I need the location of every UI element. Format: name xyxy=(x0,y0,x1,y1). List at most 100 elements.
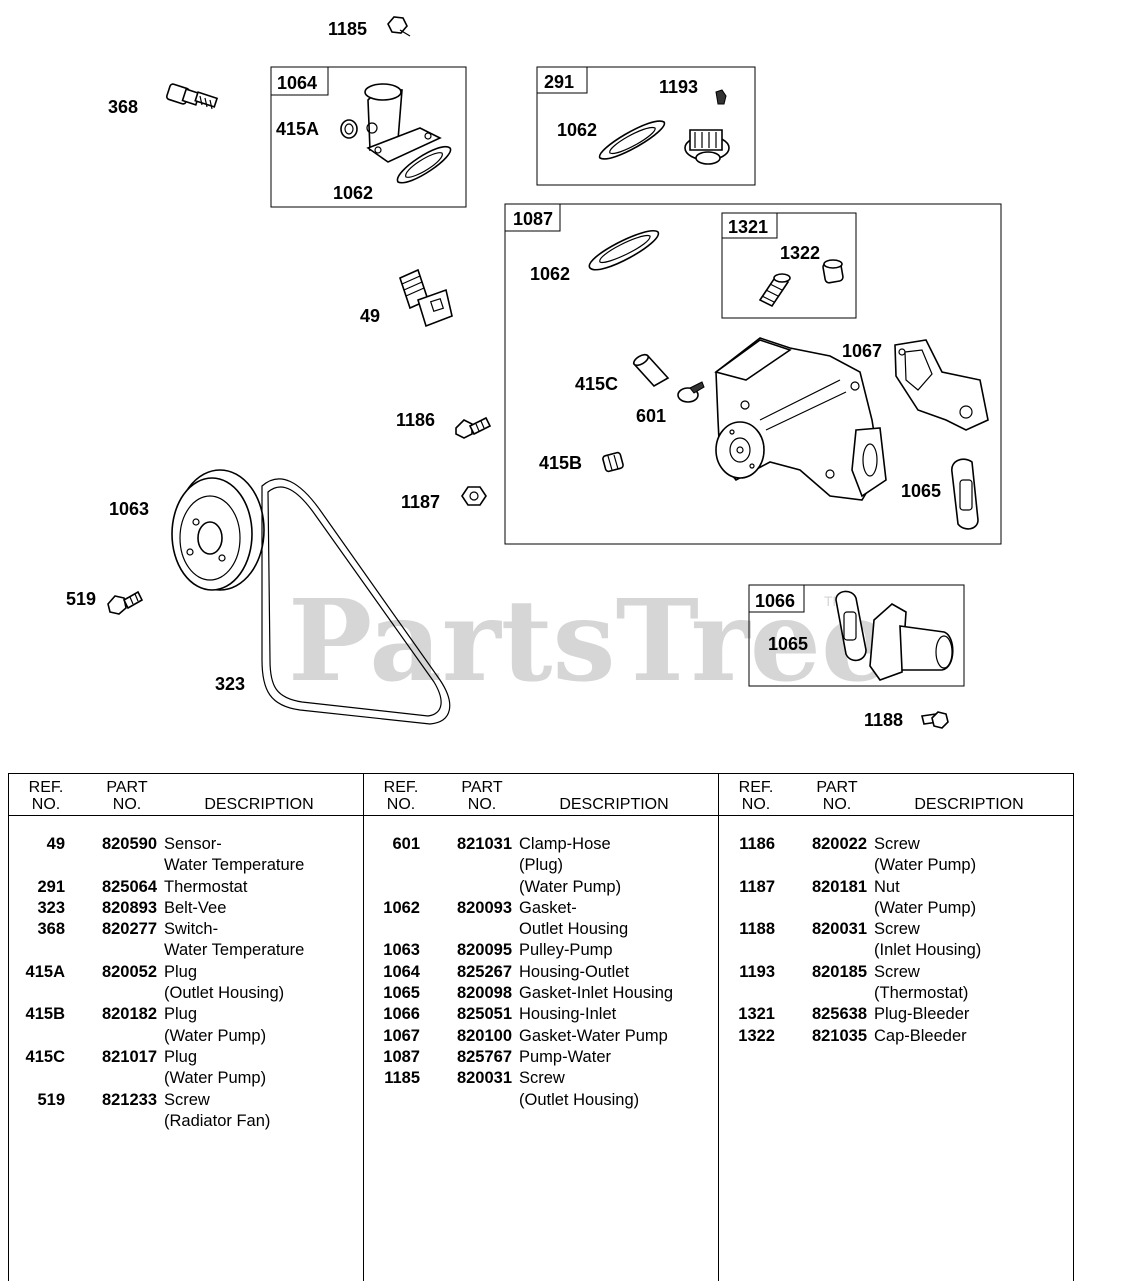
part-description: Gasket-Outlet Housing xyxy=(519,898,718,941)
box-1321 xyxy=(721,212,857,319)
description-line: (Water Pump) xyxy=(874,898,977,917)
header-ref: REF. NO. xyxy=(376,779,426,813)
ref-number: 1065 xyxy=(383,984,420,1003)
box-291-tag xyxy=(536,66,588,94)
description-line: (Inlet Housing) xyxy=(874,941,982,960)
header-ref-line1: REF. xyxy=(28,779,64,796)
box-label-1066: 1066 xyxy=(755,591,795,611)
temperature-switch-drawing xyxy=(165,83,219,110)
description-line: Gasket-Inlet Housing xyxy=(519,984,674,1003)
ref-number: 1186 xyxy=(739,835,775,853)
header-description: DESCRIPTION xyxy=(204,796,314,813)
description-line: Gasket- xyxy=(519,898,577,917)
description-line: Nut xyxy=(874,877,900,896)
water-pump-drawing xyxy=(714,337,887,501)
ref-number: 1063 xyxy=(383,941,420,960)
header-ref: REF. NO. xyxy=(21,779,71,813)
part-description: Gasket-Water Pump xyxy=(519,1026,718,1047)
box-1087 xyxy=(504,203,1002,545)
part-number: 820893 xyxy=(101,898,157,917)
part-description: Screw(Thermostat) xyxy=(874,962,1073,1005)
description-line: (Radiator Fan) xyxy=(164,1111,271,1130)
header-ref-line2: NO. xyxy=(386,796,416,813)
part-description: Sensor-Water Temperature xyxy=(164,834,363,877)
description-line: (Water Pump) xyxy=(519,877,622,896)
callout-1062-outlet: 1062 xyxy=(333,183,373,203)
box-1064-tag xyxy=(270,66,329,96)
description-line: Housing-Outlet xyxy=(519,962,630,981)
part-number: 820031 xyxy=(811,920,867,939)
box-1064 xyxy=(270,66,467,208)
ref-number: 323 xyxy=(37,898,65,917)
callout-1067: 1067 xyxy=(842,341,882,361)
header-part-line1: PART xyxy=(816,779,858,796)
part-number: 825064 xyxy=(101,877,157,896)
part-number: 825267 xyxy=(456,962,512,981)
part-number: 820277 xyxy=(101,920,157,939)
ref-number: 368 xyxy=(37,920,65,939)
pump-screw-1186-drawing xyxy=(455,416,492,439)
bleeder-plug-drawing xyxy=(758,273,791,308)
description-line: Pulley-Pump xyxy=(519,941,613,960)
part-number: 820590 xyxy=(101,835,157,853)
ref-number: 519 xyxy=(37,1090,65,1109)
description-line: (Outlet Housing) xyxy=(164,984,285,1003)
callout-601: 601 xyxy=(636,406,666,426)
ref-number: 415A xyxy=(25,962,65,981)
ref-number: 1067 xyxy=(383,1026,420,1045)
ref-number: 291 xyxy=(37,877,65,896)
part-description: Housing-Inlet xyxy=(519,1004,718,1025)
part-number: 820022 xyxy=(811,835,867,853)
description-line: Housing-Inlet xyxy=(519,1005,617,1024)
header-ref: REF. NO. xyxy=(731,779,781,813)
part-number: 820100 xyxy=(456,1026,512,1045)
inlet-housing-drawing xyxy=(835,590,954,681)
callout-1062-thermostat: 1062 xyxy=(557,120,597,140)
table-header: REF. NO. PART NO. DESCRIPTION xyxy=(9,774,363,816)
part-number: 821031 xyxy=(456,835,512,853)
description-line: (Water Pump) xyxy=(164,1069,267,1088)
part-description: Gasket-Inlet Housing xyxy=(519,983,718,1004)
pump-plug-415b-drawing xyxy=(602,451,624,473)
table-header: REF. NO. PART NO. DESCRIPTION xyxy=(364,774,718,816)
ref-number: 1185 xyxy=(384,1069,420,1088)
callout-1193: 1193 xyxy=(659,77,698,97)
callout-1065-inlet: 1065 xyxy=(768,634,808,654)
ref-number: 1066 xyxy=(383,1005,420,1024)
callout-368: 368 xyxy=(108,97,138,117)
header-part-line2: NO. xyxy=(467,796,497,813)
part-description: Cap-Bleeder xyxy=(874,1026,1073,1047)
header-ref-line2: NO. xyxy=(31,796,61,813)
header-part-line2: NO. xyxy=(112,796,142,813)
callout-323: 323 xyxy=(215,674,245,694)
water-pump-gasket-drawing xyxy=(894,339,989,431)
callout-1062-pump: 1062 xyxy=(530,264,570,284)
ref-number: 1188 xyxy=(739,920,775,939)
description-line: Screw xyxy=(519,1069,565,1088)
part-number: 820093 xyxy=(456,898,512,917)
description-line: Screw xyxy=(164,1090,210,1109)
description-line: Plug xyxy=(164,1005,198,1024)
part-number: 825638 xyxy=(811,1005,867,1024)
ref-number: 415C xyxy=(25,1047,65,1066)
header-part-line2: NO. xyxy=(822,796,852,813)
part-number: 820181 xyxy=(811,877,867,896)
part-description: Pump-Water xyxy=(519,1047,718,1068)
callout-49: 49 xyxy=(360,306,380,326)
